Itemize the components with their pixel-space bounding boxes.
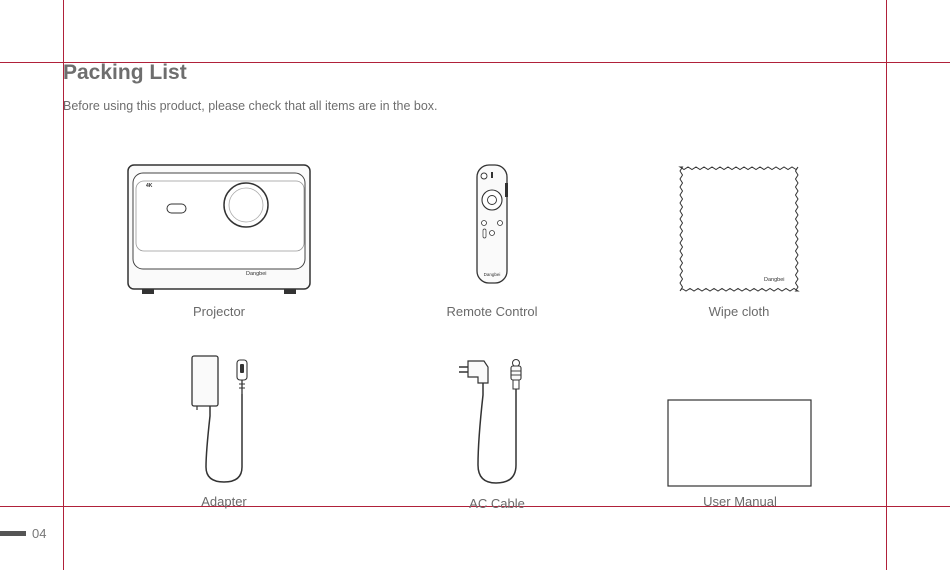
projector-badge: 4K xyxy=(146,183,153,189)
crop-guide-left xyxy=(63,0,64,570)
remote-logo: Dangbei xyxy=(484,272,501,277)
adapter-icon xyxy=(186,352,258,488)
projector-logo: Dangbei xyxy=(246,271,267,277)
item-label-remote-control: Remote Control xyxy=(446,304,537,319)
page-number: 04 xyxy=(32,526,46,541)
item-label-adapter: Adapter xyxy=(201,494,247,509)
user-manual-icon xyxy=(667,399,813,489)
item-label-ac-cable: AC Cable xyxy=(469,496,525,511)
item-label-wipe-cloth: Wipe cloth xyxy=(709,304,770,319)
wipe-cloth-logo: Dangbei xyxy=(764,277,785,283)
item-label-user-manual: User Manual xyxy=(703,494,777,509)
crop-guide-right xyxy=(886,0,887,570)
projector-icon: 4K Dangbei xyxy=(126,163,312,297)
remote-control-icon: Dangbei xyxy=(474,163,510,287)
page-number-marker xyxy=(0,531,26,536)
item-label-projector: Projector xyxy=(193,304,245,319)
ac-cable-icon xyxy=(456,355,536,489)
wipe-cloth-icon: Dangbei xyxy=(676,163,802,297)
page-subtitle: Before using this product, please check … xyxy=(63,99,438,113)
page-title: Packing List xyxy=(63,61,187,85)
